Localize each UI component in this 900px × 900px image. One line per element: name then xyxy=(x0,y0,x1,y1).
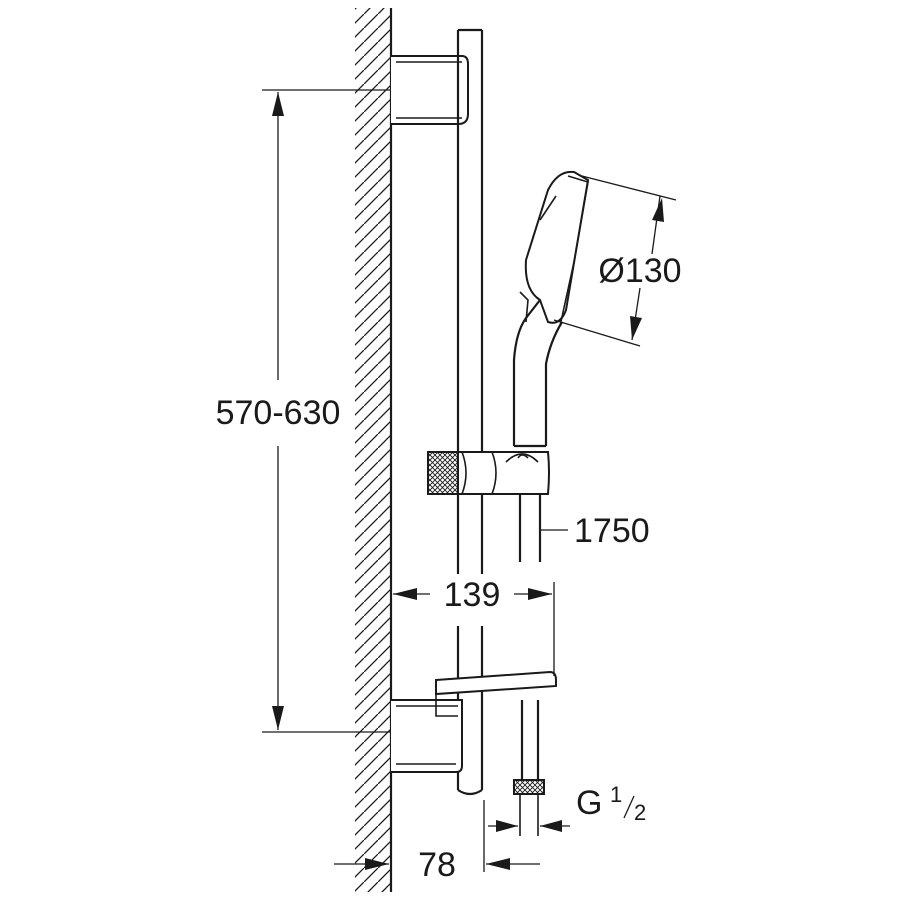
shower-handle-right xyxy=(544,321,563,446)
thread-prefix-label: G xyxy=(576,784,602,822)
hand-shower xyxy=(512,170,590,448)
dimension-thread: G 1 2 xyxy=(488,782,646,832)
shower-handle-left xyxy=(512,299,541,446)
hose xyxy=(513,494,545,836)
hose-nut xyxy=(513,779,545,795)
dimension-projection: 139 xyxy=(393,576,555,676)
top-wall-bracket xyxy=(391,55,469,125)
thread-numerator-label: 1 xyxy=(610,782,622,807)
hose-length-label: 1750 xyxy=(574,512,650,550)
dimension-hose-length: 1750 xyxy=(540,512,650,550)
slider-knob xyxy=(427,451,459,495)
top-bracket-body xyxy=(391,55,469,125)
dimension-rail-height: 570-630 xyxy=(216,89,391,733)
shelf xyxy=(435,670,557,717)
shelf-top xyxy=(435,670,557,696)
thread-denominator-label: 2 xyxy=(634,800,646,825)
projection-label: 139 xyxy=(444,576,501,614)
wall xyxy=(355,8,393,892)
rail-height-label: 570-630 xyxy=(216,394,341,432)
wall-offset-label: 78 xyxy=(418,846,456,884)
dimension-wall-offset: 78 xyxy=(334,800,540,884)
bottom-wall-bracket xyxy=(391,699,463,773)
slider-body xyxy=(457,451,550,495)
shelf-clamp xyxy=(435,694,458,717)
shower-head-face xyxy=(559,175,589,327)
wall-hatching xyxy=(355,8,391,892)
shower-head xyxy=(524,170,590,324)
slider-holder xyxy=(427,451,550,495)
head-diameter-label: Ø130 xyxy=(598,252,681,290)
holder-cup xyxy=(505,453,539,463)
dimension-head-diameter: Ø130 xyxy=(553,175,682,347)
